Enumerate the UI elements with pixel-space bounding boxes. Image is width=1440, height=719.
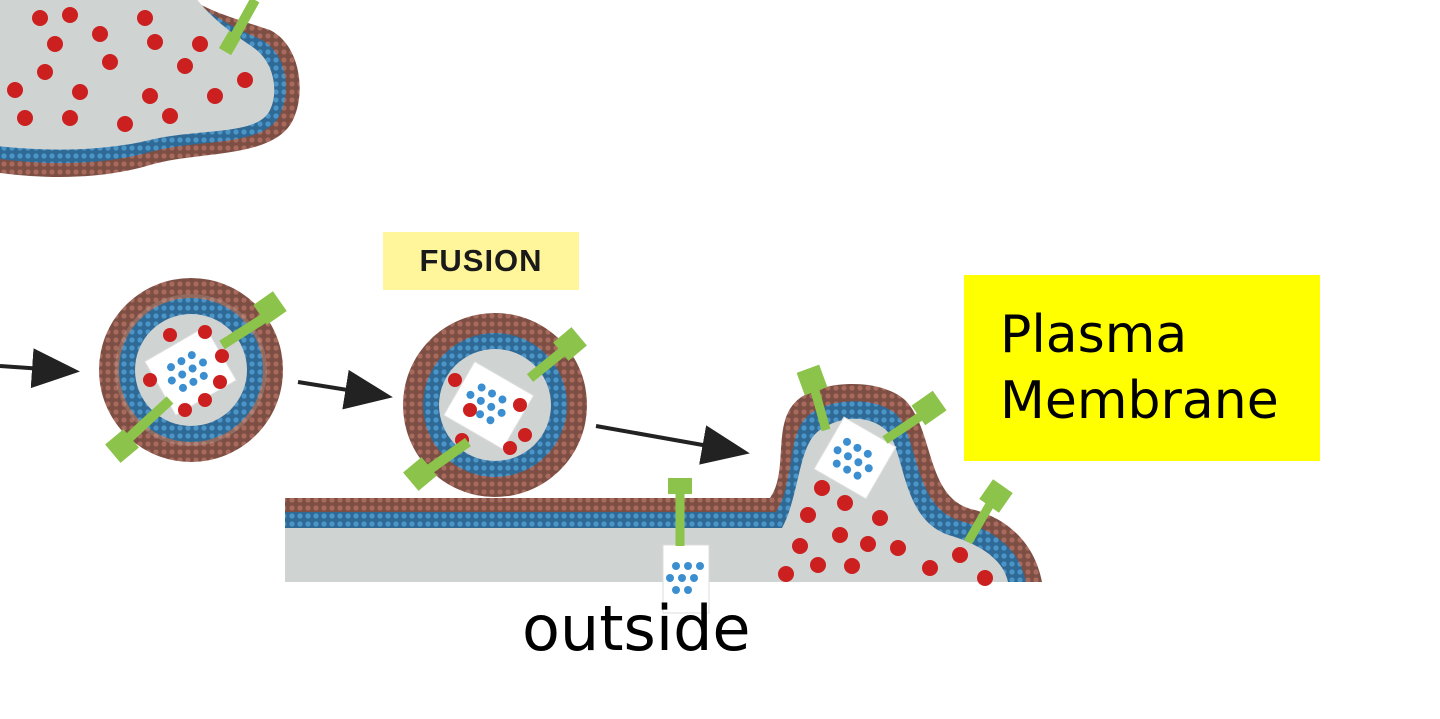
fusion-label: FUSION bbox=[383, 232, 579, 290]
transmembrane-protein-icon bbox=[218, 0, 260, 56]
plasma-membrane bbox=[285, 364, 1042, 614]
plasma-membrane-label-line1: Plasma bbox=[1000, 305, 1188, 365]
golgi-compartment bbox=[0, 0, 300, 177]
transmembrane-protein-icon bbox=[403, 327, 587, 491]
cargo-dots bbox=[7, 7, 253, 132]
arrow-icon bbox=[0, 348, 80, 389]
fusion-label-background bbox=[383, 232, 579, 290]
plasma-membrane-label-background bbox=[964, 275, 1320, 461]
outside-label: outside bbox=[522, 592, 751, 665]
vesicle-icon bbox=[403, 313, 587, 497]
transmembrane-protein-icon bbox=[668, 364, 1013, 546]
plasma-membrane-label-line2: Membrane bbox=[1000, 371, 1279, 431]
arrow-icon bbox=[595, 424, 750, 465]
transmembrane-protein-icon bbox=[105, 291, 287, 463]
plasma-membrane-label: Plasma Membrane bbox=[964, 275, 1320, 461]
fusion-label-text: FUSION bbox=[419, 243, 543, 278]
vesicle-icon bbox=[99, 278, 287, 463]
arrow-icon bbox=[297, 369, 393, 410]
